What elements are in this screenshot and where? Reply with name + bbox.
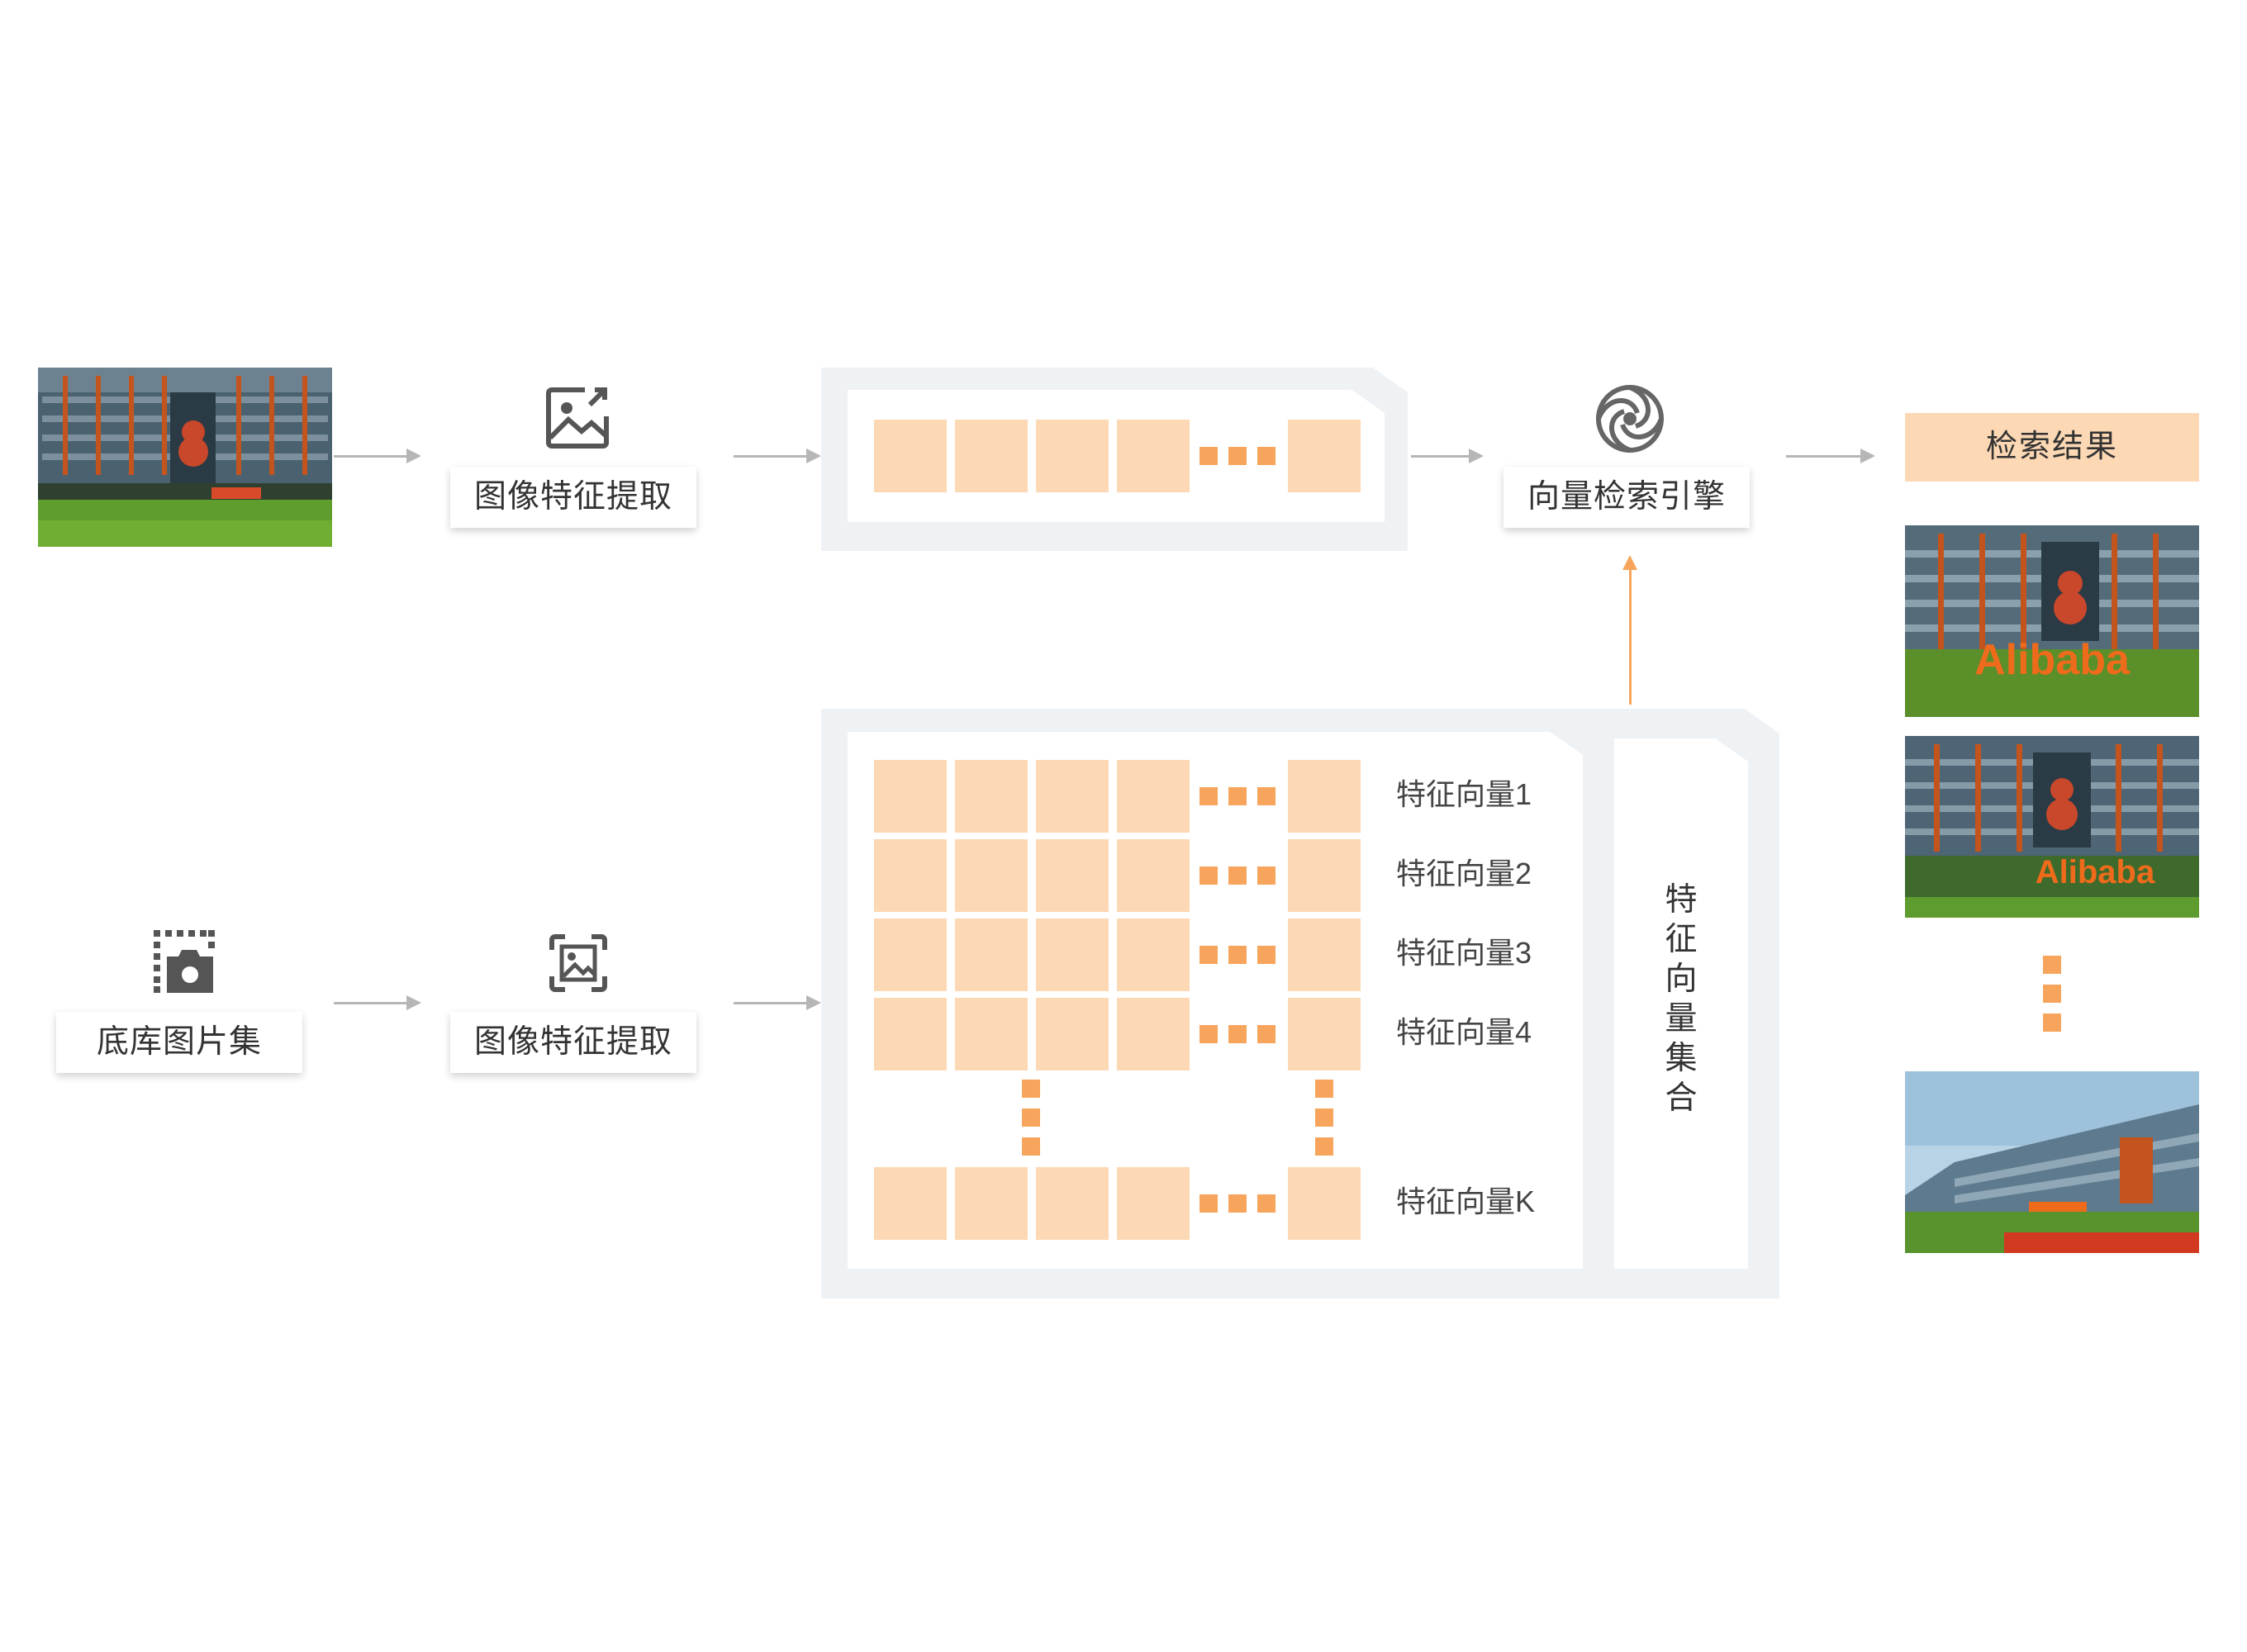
result-photo-logo: Alibaba <box>2036 854 2155 890</box>
matrix-cell <box>1036 839 1109 912</box>
matrix-cell <box>1036 760 1109 833</box>
arrow-photo-to-extract <box>334 455 410 458</box>
ellipsis-dot <box>1200 787 1218 805</box>
library-label: 底库图片集 <box>56 1012 302 1073</box>
results-ellipsis-dot <box>2043 956 2061 974</box>
ellipsis-dot <box>1228 946 1247 964</box>
ellipsis-dot <box>1200 866 1218 885</box>
matrix-cell <box>1288 919 1361 991</box>
image-edit-icon <box>544 383 613 453</box>
vertical-ellipsis-dot <box>1315 1108 1333 1127</box>
matrix-cell <box>874 1167 947 1240</box>
result-photo-logo: Alibaba <box>1974 636 2131 684</box>
ellipsis-dot <box>1257 787 1276 805</box>
vertical-ellipsis-dot <box>1022 1137 1040 1156</box>
vector-cell <box>874 420 947 492</box>
arrow-vector-to-engine <box>1411 455 1472 458</box>
vector-cell <box>1288 420 1361 492</box>
matrix-cell <box>1288 998 1361 1070</box>
matrix-cell <box>1117 839 1190 912</box>
library-extract-label: 图像特征提取 <box>450 1012 696 1073</box>
query-building-image <box>38 368 332 547</box>
matrix-cell <box>1117 760 1190 833</box>
matrix-cell <box>955 1167 1028 1240</box>
matrix-cell <box>1288 760 1361 833</box>
arrow-head <box>406 995 421 1010</box>
ellipsis-dot <box>1200 946 1218 964</box>
ellipsis-dot <box>1257 866 1276 885</box>
arrow-extract-to-matrix <box>734 1002 810 1004</box>
matrix-cell <box>955 919 1028 991</box>
arrow-library-to-extract <box>334 1002 410 1004</box>
image-scan-icon <box>547 932 610 995</box>
results-header: 检索结果 <box>1905 413 2199 482</box>
ellipsis-dot <box>1228 1025 1247 1043</box>
vector-cell <box>1117 420 1190 492</box>
vector-row-label-4: 特征向量4 <box>1396 1015 1532 1049</box>
vertical-ellipsis-dot <box>1315 1137 1333 1156</box>
arrow-head-up <box>1622 555 1637 570</box>
ellipsis-dot <box>1200 1194 1218 1213</box>
arrow-engine-to-results <box>1786 455 1864 458</box>
ellipsis-dot <box>1257 1025 1276 1043</box>
query-extract-label: 图像特征提取 <box>450 467 696 528</box>
matrix-cell <box>1117 919 1190 991</box>
vector-row-label-3: 特征向量3 <box>1396 936 1532 970</box>
matrix-cell <box>1117 1167 1190 1240</box>
ellipsis-dot <box>1200 447 1218 465</box>
matrix-cell <box>1036 998 1109 1070</box>
ellipsis-dot <box>1257 1194 1276 1213</box>
matrix-cell <box>955 839 1028 912</box>
ellipsis-dot <box>1200 1025 1218 1043</box>
ellipsis-dot <box>1257 946 1276 964</box>
matrix-cell <box>874 760 947 833</box>
arrow-head <box>806 449 821 463</box>
vector-cell <box>1036 420 1109 492</box>
result-photo-2: Alibaba <box>1905 736 2199 918</box>
swirl-engine-icon <box>1594 383 1665 454</box>
result-photo-3 <box>1905 1071 2199 1253</box>
ellipsis-dot <box>1228 1194 1247 1213</box>
vector-set-label: 特征向量集合 <box>1665 882 1698 1116</box>
results-ellipsis-dot <box>2043 985 2061 1003</box>
ellipsis-dot <box>1228 787 1247 805</box>
query-photo <box>38 368 332 547</box>
vector-row-label-k: 特征向量K <box>1396 1184 1536 1218</box>
engine-label: 向量检索引擎 <box>1504 467 1750 528</box>
vertical-ellipsis-dot <box>1022 1080 1040 1098</box>
result-photo-1: Alibaba <box>1905 525 2199 717</box>
vector-row-label-1: 特征向量1 <box>1396 777 1532 811</box>
arrow-head <box>1860 449 1875 463</box>
results-ellipsis-dot <box>2043 1014 2061 1032</box>
vector-cell <box>955 420 1028 492</box>
vertical-ellipsis-dot <box>1022 1108 1040 1127</box>
matrix-cell <box>955 760 1028 833</box>
ellipsis-dot <box>1228 866 1247 885</box>
arrow-head <box>806 995 821 1010</box>
matrix-cell <box>874 839 947 912</box>
vector-row-label-2: 特征向量2 <box>1396 857 1532 890</box>
arrow-vectors-to-engine <box>1629 568 1632 705</box>
arrow-head <box>1469 449 1484 463</box>
vertical-ellipsis-dot <box>1315 1080 1333 1098</box>
matrix-cell <box>1036 1167 1109 1240</box>
arrow-extract-to-vector <box>734 455 810 458</box>
camera-capture-icon <box>150 927 218 996</box>
ellipsis-dot <box>1257 447 1276 465</box>
matrix-cell <box>874 919 947 991</box>
ellipsis-dot <box>1228 447 1247 465</box>
matrix-cell <box>1117 998 1190 1070</box>
matrix-cell <box>1288 1167 1361 1240</box>
vector-set-label-area <box>1614 738 1748 1269</box>
matrix-cell <box>1036 919 1109 991</box>
matrix-cell <box>1288 839 1361 912</box>
arrow-head <box>406 449 421 463</box>
matrix-cell <box>955 998 1028 1070</box>
matrix-cell <box>874 998 947 1070</box>
